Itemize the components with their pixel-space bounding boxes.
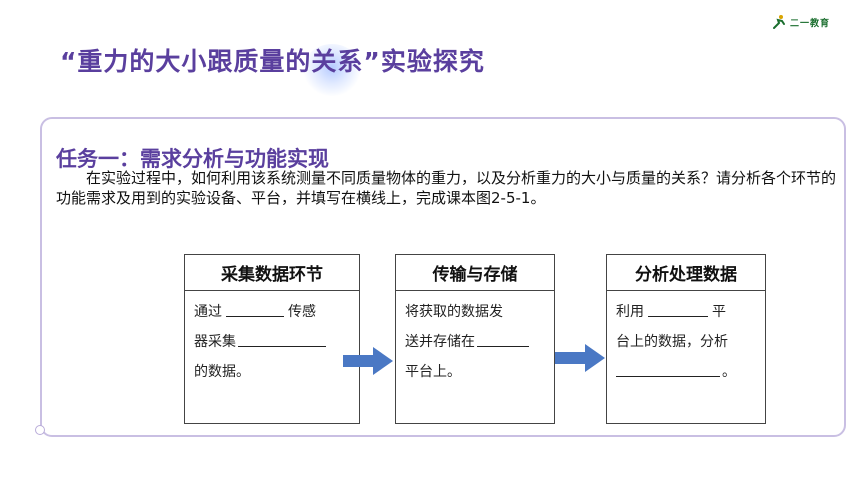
title-decoration bbox=[303, 44, 361, 96]
flow-text: 送并存储在 bbox=[405, 334, 475, 350]
fill-blank[interactable] bbox=[477, 345, 529, 347]
task-title: 任务一：需求分析与功能实现 bbox=[56, 147, 329, 171]
page-title: “重力的大小跟质量的关系”实验探究 bbox=[60, 47, 485, 76]
fill-blank[interactable] bbox=[648, 315, 708, 317]
flow-text: 平 bbox=[712, 304, 726, 320]
panel-corner-dot bbox=[35, 425, 45, 435]
flow-box-header: 分析处理数据 bbox=[607, 255, 765, 291]
flow-text: 平台上。 bbox=[405, 364, 461, 380]
flow-box-analyze: 分析处理数据 利用 平 台上的数据，分析 。 bbox=[606, 254, 766, 424]
arrow-right-icon bbox=[555, 344, 605, 372]
logo-text: 二一教育 bbox=[789, 18, 830, 29]
flow-box-transmit: 传输与存储 将获取的数据发 送并存储在 平台上。 bbox=[395, 254, 555, 424]
flow-text: 的数据。 bbox=[194, 364, 250, 380]
flow-text: 通过 bbox=[194, 304, 222, 320]
flow-text: 将获取的数据发 bbox=[405, 304, 503, 320]
flow-box-body: 通过 传感 器采集 的数据。 bbox=[185, 291, 359, 387]
flow-box-header: 采集数据环节 bbox=[185, 255, 359, 291]
arrow-right-icon bbox=[343, 347, 393, 375]
flow-text: 传感 bbox=[288, 304, 316, 320]
task-description: 在实验过程中，如何利用该系统测量不同质量物体的重力，以及分析重力的大小与质量的关… bbox=[56, 169, 837, 207]
fill-blank[interactable] bbox=[238, 345, 326, 347]
flow-box-body: 利用 平 台上的数据，分析 。 bbox=[607, 291, 765, 387]
flow-text: 台上的数据，分析 bbox=[616, 334, 728, 350]
logo: 二一教育 bbox=[771, 14, 830, 30]
flow-box-collect: 采集数据环节 通过 传感 器采集 的数据。 bbox=[184, 254, 360, 424]
flow-box-body: 将获取的数据发 送并存储在 平台上。 bbox=[396, 291, 554, 387]
flow-text: 。 bbox=[722, 364, 736, 380]
fill-blank[interactable] bbox=[226, 315, 284, 317]
flow-text: 器采集 bbox=[194, 334, 236, 350]
flow-text: 利用 bbox=[616, 304, 644, 320]
runner-logo-icon bbox=[772, 15, 785, 29]
fill-blank[interactable] bbox=[616, 375, 720, 377]
flow-box-header: 传输与存储 bbox=[396, 255, 554, 291]
